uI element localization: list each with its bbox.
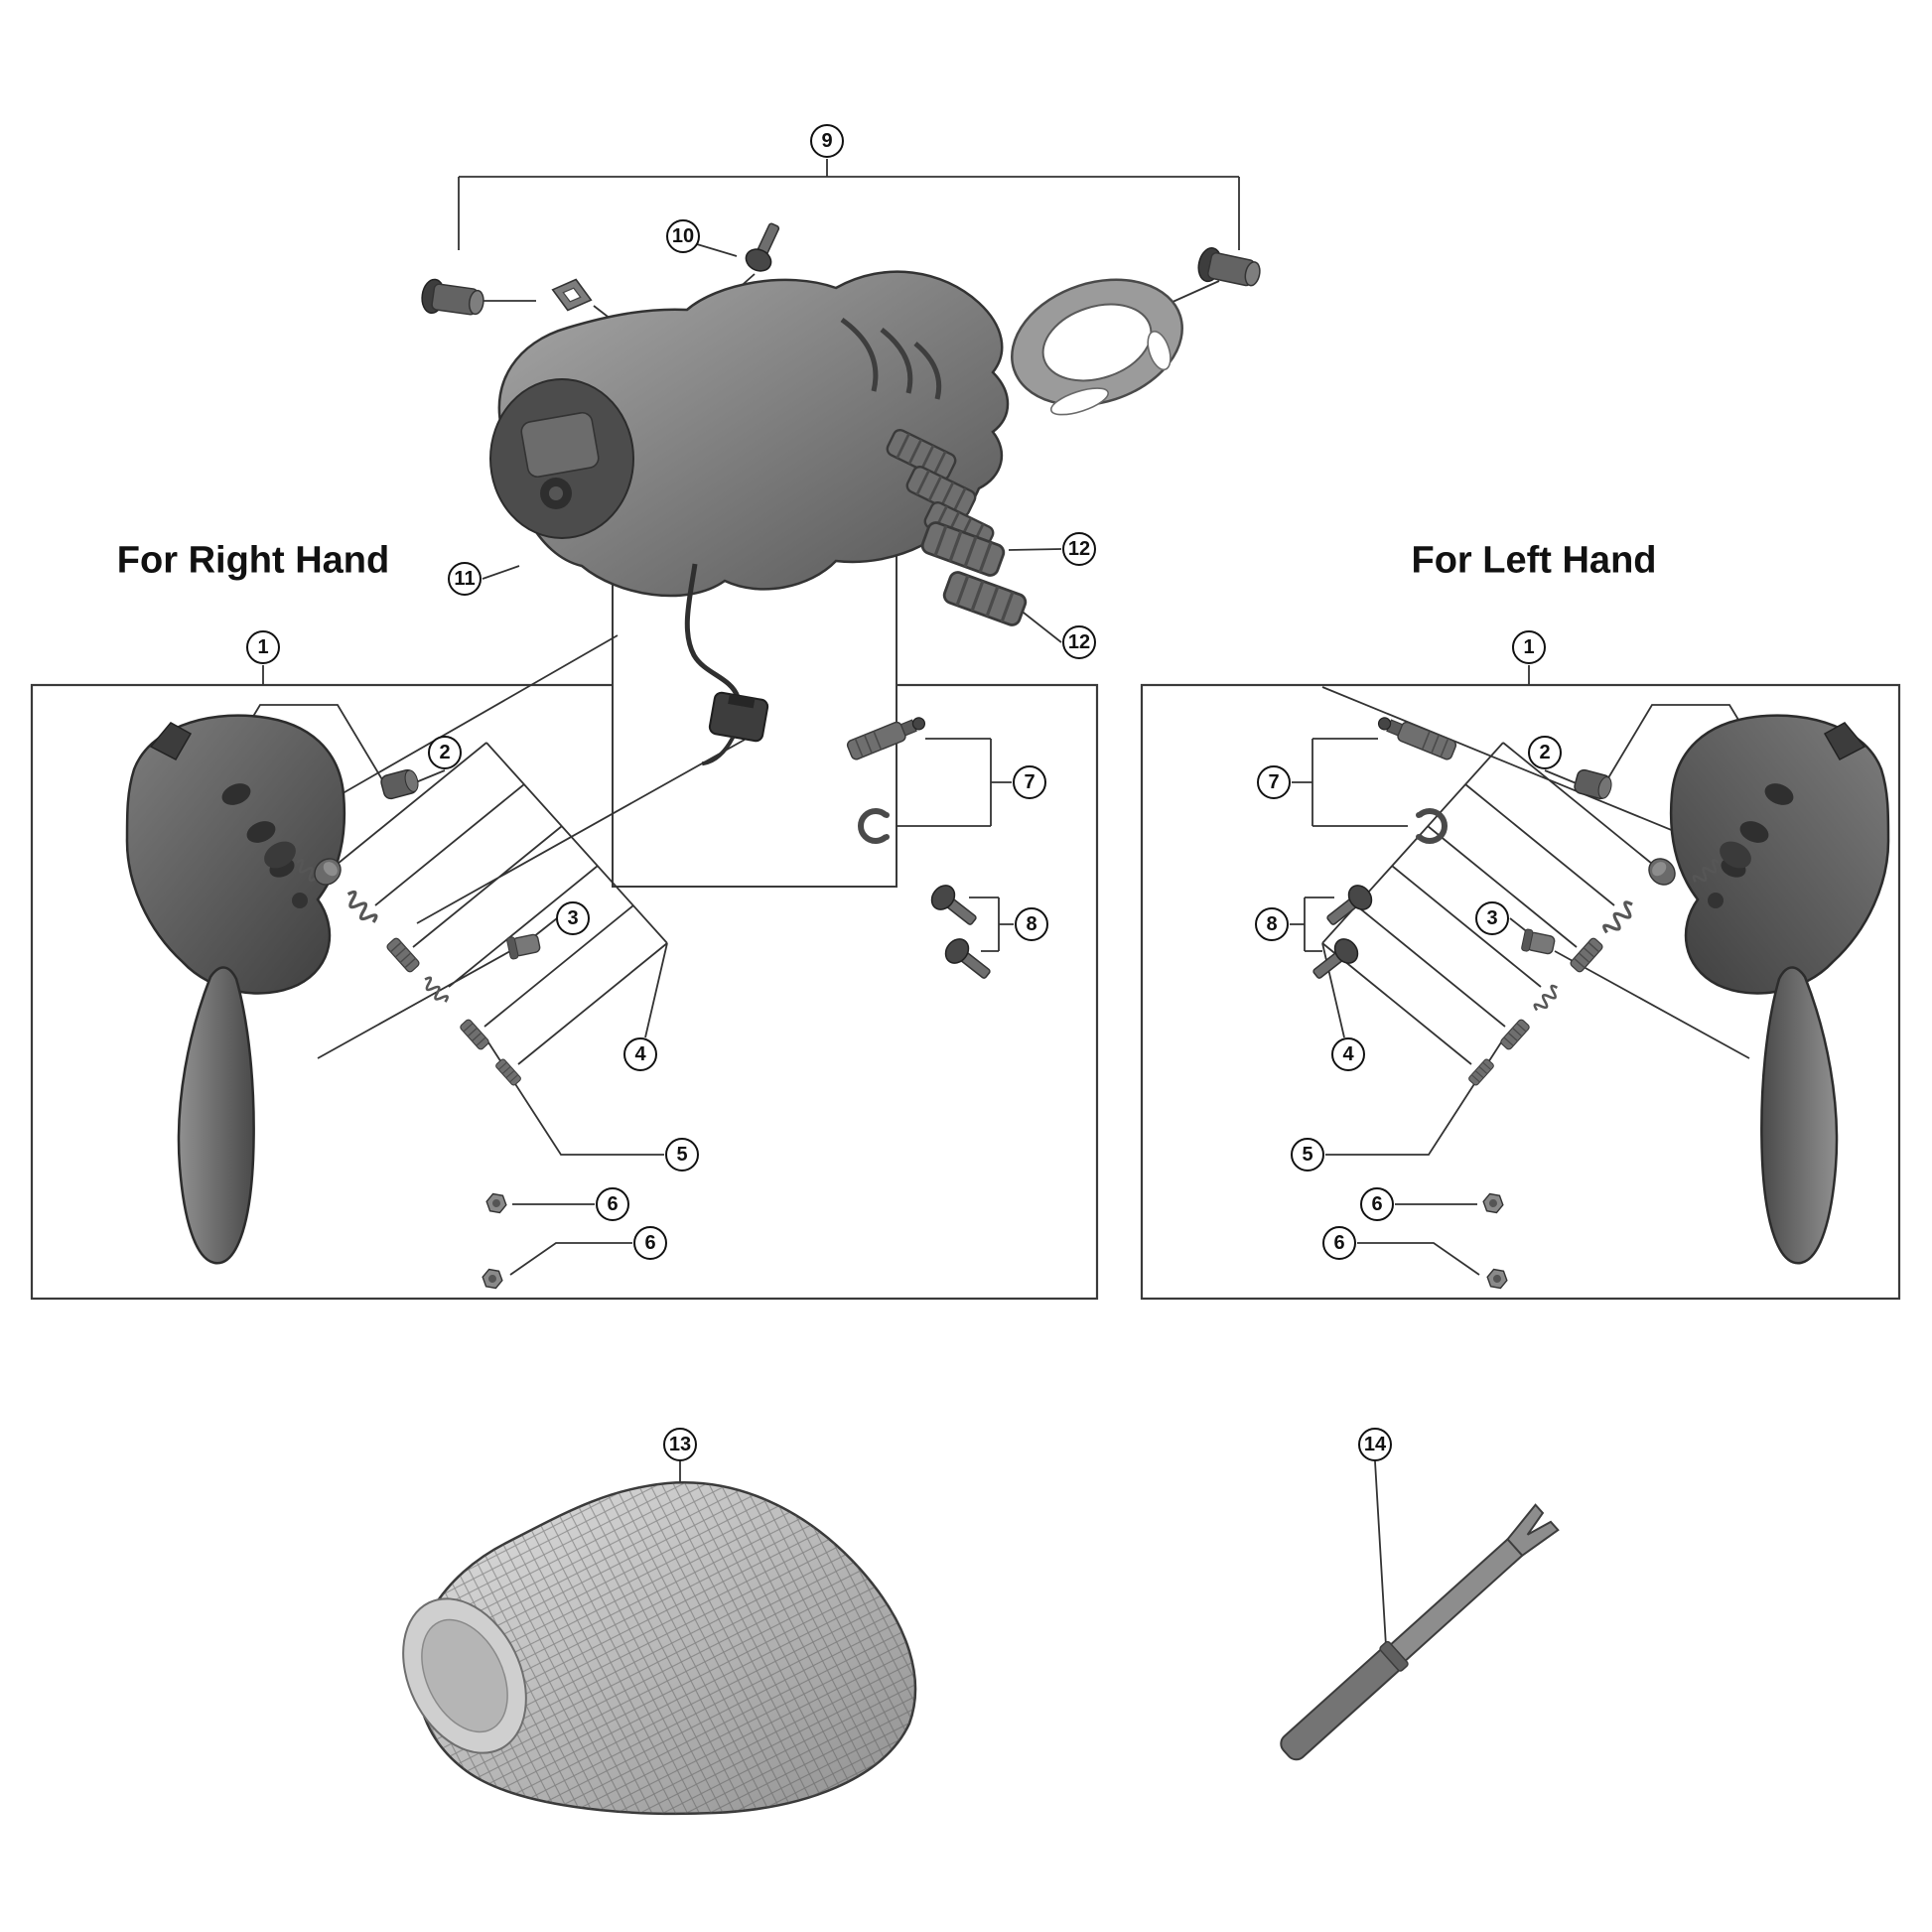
clamp-bolt-right [1194,244,1264,293]
wire-plug [701,691,769,766]
plug-removal-tool-part-14 [1280,1503,1560,1761]
callout-8-left-box: 8 [1015,907,1048,941]
callout-13-number: 13 [668,1434,692,1455]
callout-6-right-box-a: 6 [1360,1187,1394,1221]
callout-2-right-box: 2 [1528,736,1562,769]
callout-2-left-box: 2 [428,736,462,769]
e-clip-part-7-right [1416,811,1445,841]
callout-4-left-number: 4 [634,1043,646,1065]
callout-3-right-box: 3 [1475,901,1509,935]
callout-14-number: 14 [1363,1434,1387,1455]
callout-13-hood-cover: 13 [663,1428,697,1461]
callout-5-left-box: 5 [665,1138,699,1172]
cap-part-3-right [1520,927,1557,958]
callout-4-left-box: 4 [623,1037,657,1071]
callout-2-right-number: 2 [1539,742,1551,763]
callout-9-clamp-unit: 9 [810,124,844,158]
callout-11-number: 11 [454,568,476,590]
label-for-left-hand: For Left Hand [1411,539,1657,582]
callout-7-left-box: 7 [1013,765,1046,799]
callout-7-right-box: 7 [1257,765,1291,799]
left-hand-unit-box [1140,683,1901,1301]
callout-1-left-number: 1 [257,636,269,658]
callout-5-right-number: 5 [1302,1144,1313,1166]
callout-11-bracket-body: 11 [448,562,482,596]
callout-14-plug-tool: 14 [1358,1428,1392,1461]
callout-8-right-number: 8 [1266,913,1278,935]
callout-2-left-number: 2 [439,742,451,763]
callout-3-left-box: 3 [556,901,590,935]
screw-part-8-left-a [926,880,983,933]
callout-5-left-number: 5 [676,1144,688,1166]
callout-10-fixing-screw: 10 [666,219,700,253]
clamp-bolt-left [419,277,486,322]
lever-hood-cover-part-13 [402,1481,917,1816]
callout-7-left-number: 7 [1024,771,1035,793]
axle-unit-part-4-right [1466,852,1682,1087]
nut-part-6-left-a [483,1191,509,1215]
electric-wire [684,563,741,699]
callout-8-right-box: 8 [1255,907,1289,941]
callout-3-left-number: 3 [567,907,579,929]
nut-part-6-right-b [1484,1267,1510,1291]
bracket-body-part-11 [489,270,1010,598]
nut-part-6-left-b [480,1267,505,1291]
callout-1-right-unit: 1 [246,630,280,664]
axle-unit-part-4-left [308,852,523,1087]
callout-6-left-number-a: 6 [607,1193,619,1215]
fixing-screw-part-10 [742,218,788,276]
callout-6-right-box-b: 6 [1322,1226,1356,1260]
label-for-right-hand: For Right Hand [116,539,390,582]
screw-part-8-left-b [940,933,997,987]
callout-1-left-unit: 1 [1512,630,1546,664]
leader-lines-right-box [1290,665,1762,1276]
callout-1-right-number: 1 [1523,636,1535,658]
callout-6-right-number-b: 6 [1333,1232,1345,1254]
leader-lines-left-box [227,634,1014,1276]
callout-3-right-number: 3 [1486,907,1498,929]
wire-connector-part-12-lower [940,568,1030,629]
grommet-part-2-left [378,766,422,801]
screw-part-8-right-a [1320,880,1377,933]
brake-lever-right-hand [127,716,345,1264]
callout-8-left-number: 8 [1026,913,1037,935]
callout-12-number-b: 12 [1067,631,1091,653]
callout-6-right-number-a: 6 [1371,1193,1383,1215]
screw-part-8-right-b [1307,933,1363,987]
callout-12-number-a: 12 [1067,538,1091,560]
brake-lever-left-hand [1671,716,1888,1264]
callout-9-number: 9 [821,130,833,152]
clamp-band [1011,278,1183,416]
callout-12-connector-lower: 12 [1062,625,1096,659]
callout-4-right-number: 4 [1342,1043,1354,1065]
callout-6-left-number-b: 6 [644,1232,656,1254]
right-hand-unit-box [30,683,1099,1301]
nut-part-6-right-a [1480,1191,1506,1215]
callout-6-left-box-a: 6 [596,1187,629,1221]
callout-6-left-box-b: 6 [633,1226,667,1260]
callout-12-connector-upper: 12 [1062,532,1096,566]
grommet-part-2-right [1572,767,1615,802]
callout-5-right-box: 5 [1291,1138,1324,1172]
callout-7-right-number: 7 [1268,771,1280,793]
callout-10-number: 10 [671,225,695,247]
wedge-washer [547,273,597,317]
callout-4-right-box: 4 [1331,1037,1365,1071]
